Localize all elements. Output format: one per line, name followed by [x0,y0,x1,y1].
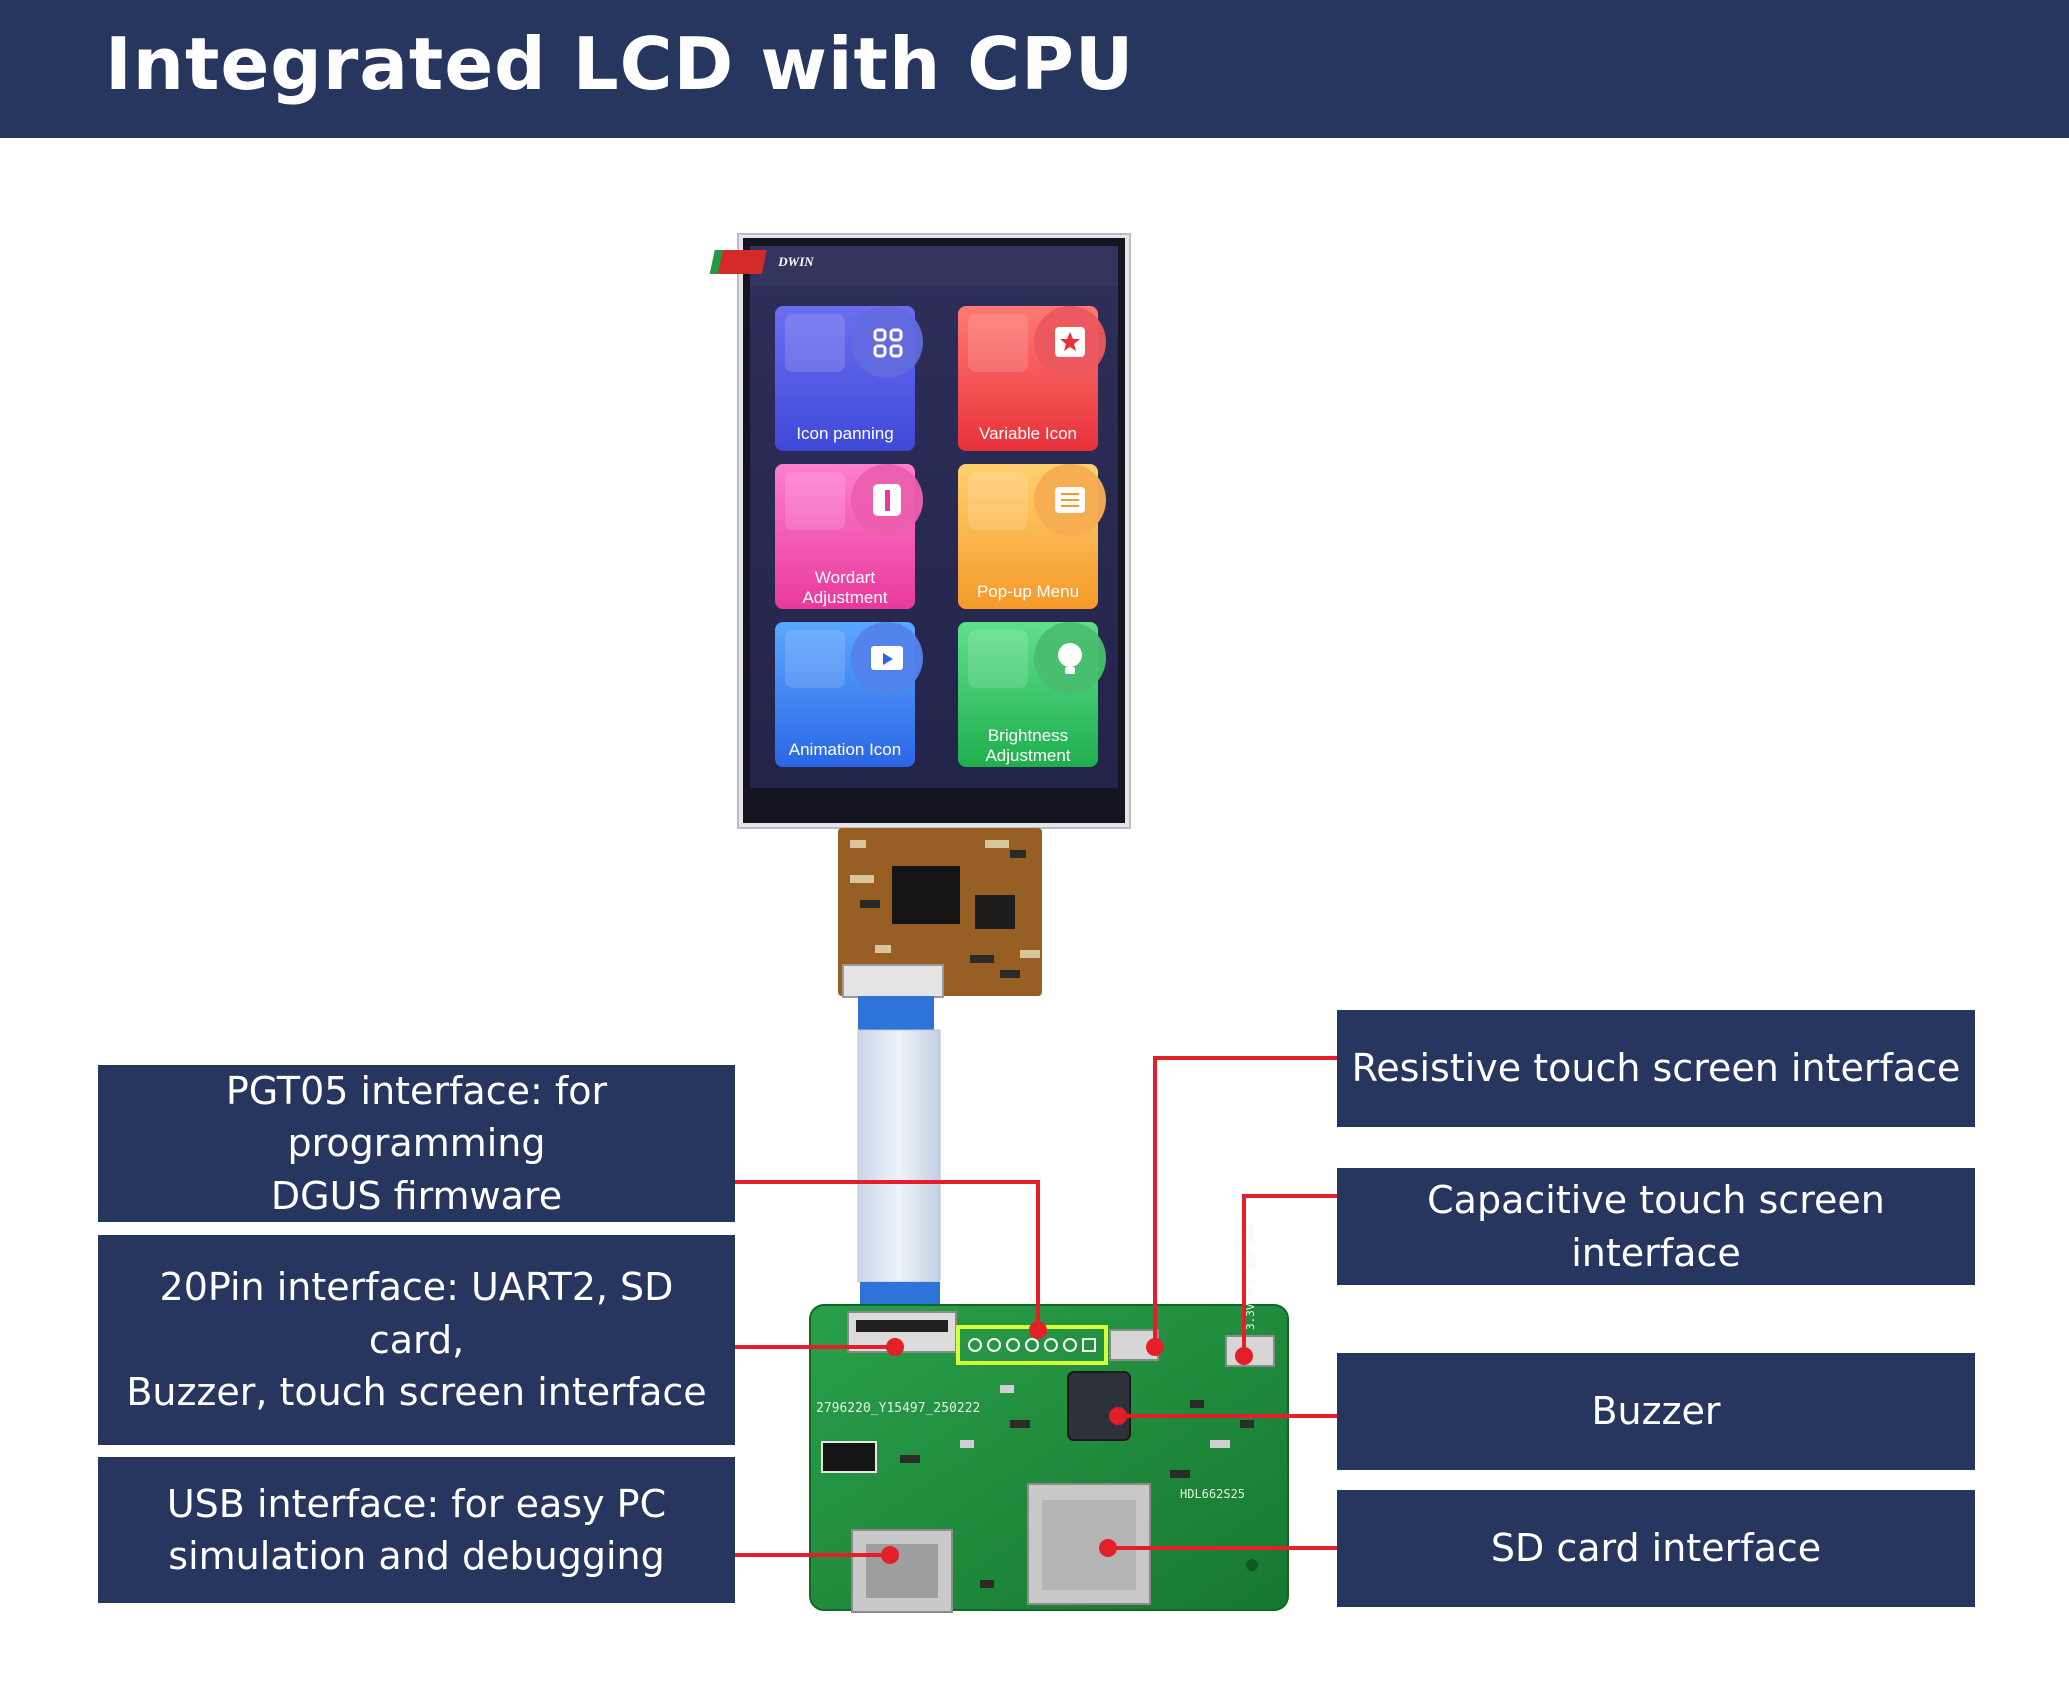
secondary-chip [975,895,1015,929]
callout-usb: USB interface: for easy PC simulation an… [98,1457,735,1603]
board-serial-silkscreen: 2796220_Y15497_250222 [816,1401,980,1416]
grid-icon [873,328,903,358]
callout-sd-card: SD card interface [1337,1490,1975,1607]
leader-capacitive [1242,1194,1337,1352]
leader-lines [735,1056,1337,1557]
dwin-logo: DWIN [709,250,814,274]
callout-buzzer: Buzzer [1337,1353,1975,1470]
tile-label: Icon panning [796,424,893,443]
fpc-connector [842,964,944,998]
callout-20pin: 20Pin interface: UART2, SD card, Buzzer,… [98,1235,735,1445]
page-title: Integrated LCD with CPU [105,22,1135,106]
header-bar: Integrated LCD with CPU [0,0,2069,138]
tile-label: Animation Icon [789,740,901,759]
leader-resistive [1153,1056,1337,1347]
callout-pgt05: PGT05 interface: for programming DGUS fi… [98,1065,735,1222]
bulb-icon [1058,643,1082,674]
callout-capacitive: Capacitive touch screen interface [1337,1168,1975,1285]
pin-labels-silkscreen: 3.3V SCL SDA GND [1244,1224,1257,1330]
logo-text: DWIN [777,254,814,269]
tile-label: Pop-up Menu [977,582,1079,601]
callout-resistive: Resistive touch screen interface [1337,1010,1975,1127]
buzzer-component [1067,1371,1131,1441]
part-label-silkscreen: HDL662S25 [1180,1487,1245,1501]
leader-endpoints [881,1321,1253,1564]
menu-card-icon [1055,487,1085,513]
lcd-driver-flex-board [838,828,1042,998]
tile-3[interactable]: Pop-up Menu [958,464,1106,609]
board-ic [821,1441,877,1473]
tile-label: Variable Icon [979,424,1077,443]
ribbon-cable [857,996,941,1314]
main-cpu-chip [892,866,960,924]
leader-pgt05 [735,1180,1040,1328]
tile-0[interactable]: Icon panning [775,306,923,451]
adapter-board: 3.3V SCL SDA GND 2796220_Y15497_250222 H… [809,1224,1289,1613]
tile-4[interactable]: Animation Icon [775,622,923,767]
star-icon [1055,327,1085,357]
number-one-icon [873,484,901,516]
play-icon [871,646,903,670]
tile-1[interactable]: Variable Icon [958,306,1106,451]
screen-top-bar [750,246,1118,286]
